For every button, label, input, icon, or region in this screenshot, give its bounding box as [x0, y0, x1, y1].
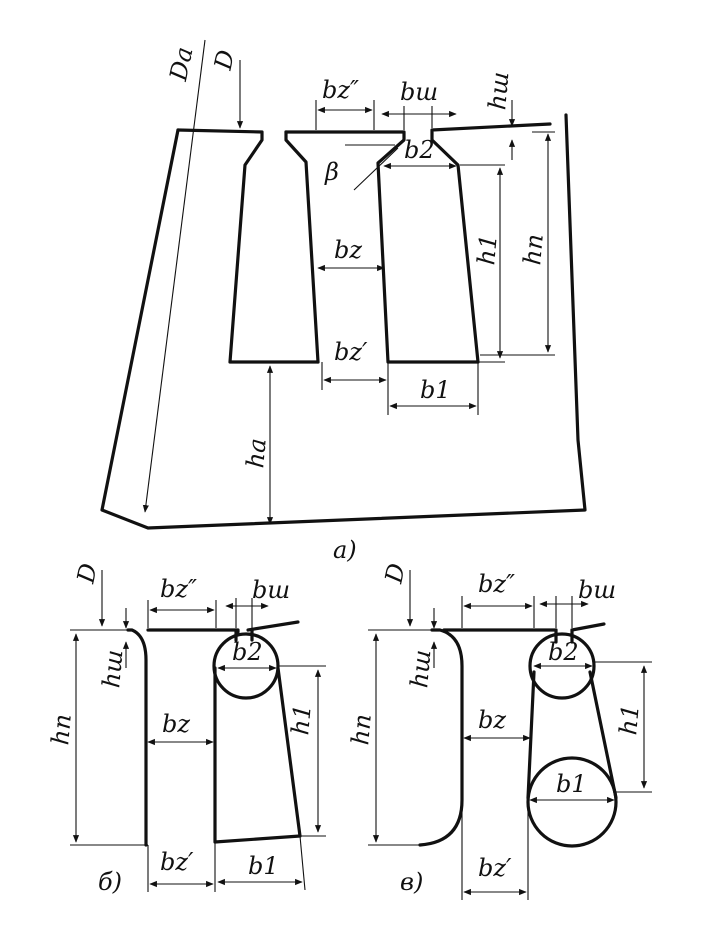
svg-text:bz: bz	[162, 710, 190, 738]
svg-text:hш: hш	[97, 649, 128, 689]
svg-text:h1: h1	[286, 703, 317, 736]
figure-v: D hш hn bz″ bш b2 bz b1 h1 bz	[346, 561, 652, 900]
caption-v: в)	[400, 868, 423, 896]
svg-text:h1: h1	[614, 703, 645, 736]
svg-text:b1: b1	[556, 770, 587, 798]
tooth-middle-top-a	[284, 122, 552, 364]
svg-text:bш: bш	[578, 576, 616, 604]
caption-b: б)	[98, 868, 122, 896]
svg-text:hш: hш	[405, 649, 436, 689]
b2-label-a: b2	[404, 136, 435, 164]
h1-label-a: h1	[472, 233, 503, 266]
tooth-left-a	[176, 128, 320, 364]
Da-label: Da	[164, 44, 199, 84]
svg-text:hn: hn	[46, 713, 77, 746]
svg-text:bz: bz	[478, 706, 506, 734]
Da-line	[142, 39, 206, 513]
beta-label-a: β	[324, 158, 339, 186]
tooth-outline-b-left	[126, 628, 148, 847]
ha-label-a: ha	[241, 437, 271, 469]
surface-v	[442, 622, 606, 632]
caption-a: а)	[333, 536, 357, 564]
svg-text:b2: b2	[232, 638, 263, 666]
bz-dd-label-a: bz″	[322, 76, 359, 104]
svg-text:hn: hn	[346, 713, 377, 746]
figure-b: D hш hn bz″ bш b2 bz h1 bz′	[46, 561, 326, 896]
svg-text:D: D	[71, 561, 103, 587]
tooth-outline-v-left	[418, 628, 464, 847]
b1-label-a: b1	[420, 376, 451, 404]
bsh-label-a: bш	[400, 78, 438, 106]
svg-text:D: D	[379, 561, 411, 587]
surface-b	[146, 620, 300, 634]
tooth-middle-left-a	[284, 130, 320, 364]
svg-text:b2: b2	[548, 638, 579, 666]
D-label: D	[209, 48, 241, 74]
bz-label-a: bz	[334, 236, 362, 264]
svg-text:bz″: bz″	[478, 570, 515, 598]
core-outline-a	[100, 113, 587, 530]
svg-text:bz′: bz′	[160, 848, 194, 876]
svg-text:b1: b1	[248, 852, 279, 880]
hsh-label-a: hш	[483, 71, 514, 111]
slot-circle-top-v	[528, 632, 596, 700]
hn-label-a: hn	[518, 233, 549, 266]
svg-text:bш: bш	[252, 576, 290, 604]
svg-text:bz″: bz″	[160, 575, 197, 603]
svg-text:bz′: bz′	[478, 854, 512, 882]
bz-d-label-a: bz′	[334, 338, 368, 366]
figure-a: Da D bz″ bш hш β b2 bz bz′	[100, 39, 587, 564]
